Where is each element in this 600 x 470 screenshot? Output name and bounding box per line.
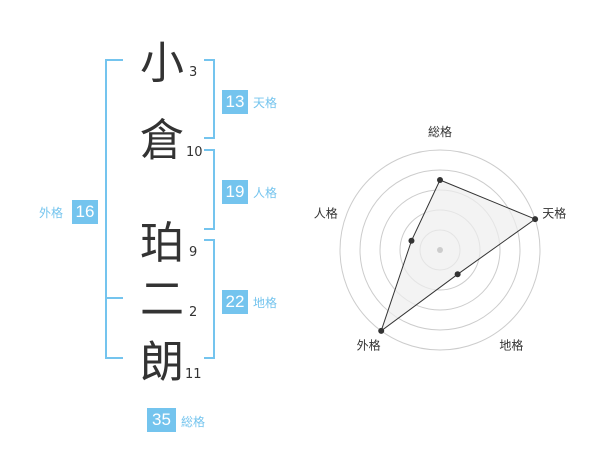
jinkaku-value: 19 (222, 180, 248, 204)
radar-axis-label-3: 地格 (499, 337, 523, 352)
radar-center-dot (437, 247, 443, 253)
radar-point-4 (378, 327, 385, 334)
soukaku-value: 35 (147, 408, 176, 432)
stroke-count-1: 3 (189, 65, 198, 80)
tenkaku-bracket (204, 59, 215, 139)
name-char-4: 二 (140, 274, 184, 325)
radar-ring-5 (339, 149, 541, 351)
jinkaku-label: 人格 (253, 186, 278, 200)
radar-ring-4 (359, 169, 521, 331)
name-char-3: 珀 (140, 218, 184, 269)
stroke-count-4: 2 (189, 305, 198, 320)
name-char-2: 倉 (140, 115, 184, 166)
radar-axis-label-1: 総格 (428, 124, 452, 139)
radar-axis-label-5: 人格 (314, 206, 338, 221)
stroke-count-3: 9 (189, 245, 198, 260)
stroke-count-5: 11 (185, 367, 202, 382)
radar-axis-label-4: 外格 (357, 337, 381, 352)
radar-point-3 (454, 271, 461, 278)
radar-point-5 (408, 237, 415, 244)
chikaku-label: 地格 (253, 296, 278, 310)
chikaku-value: 22 (222, 290, 248, 314)
radar-point-2 (532, 216, 539, 223)
chikaku-bracket (204, 239, 215, 359)
name-char-1: 小 (140, 38, 184, 89)
radar-point-1 (437, 177, 443, 183)
gaikaku-label: 外格 (39, 206, 64, 220)
stroke-count-2: 10 (186, 145, 203, 160)
name-char-5: 朗 (140, 337, 184, 388)
tenkaku-label: 天格 (253, 96, 278, 110)
radar-area (380, 179, 537, 333)
tenkaku-value: 13 (222, 90, 248, 114)
gaikaku-value: 16 (72, 200, 98, 224)
gaikaku-bracket (105, 59, 123, 359)
soukaku-label: 総格 (181, 415, 206, 429)
radar-axis-label-2: 天格 (542, 206, 566, 221)
radar-points (378, 177, 539, 334)
jinkaku-bracket (204, 149, 215, 230)
